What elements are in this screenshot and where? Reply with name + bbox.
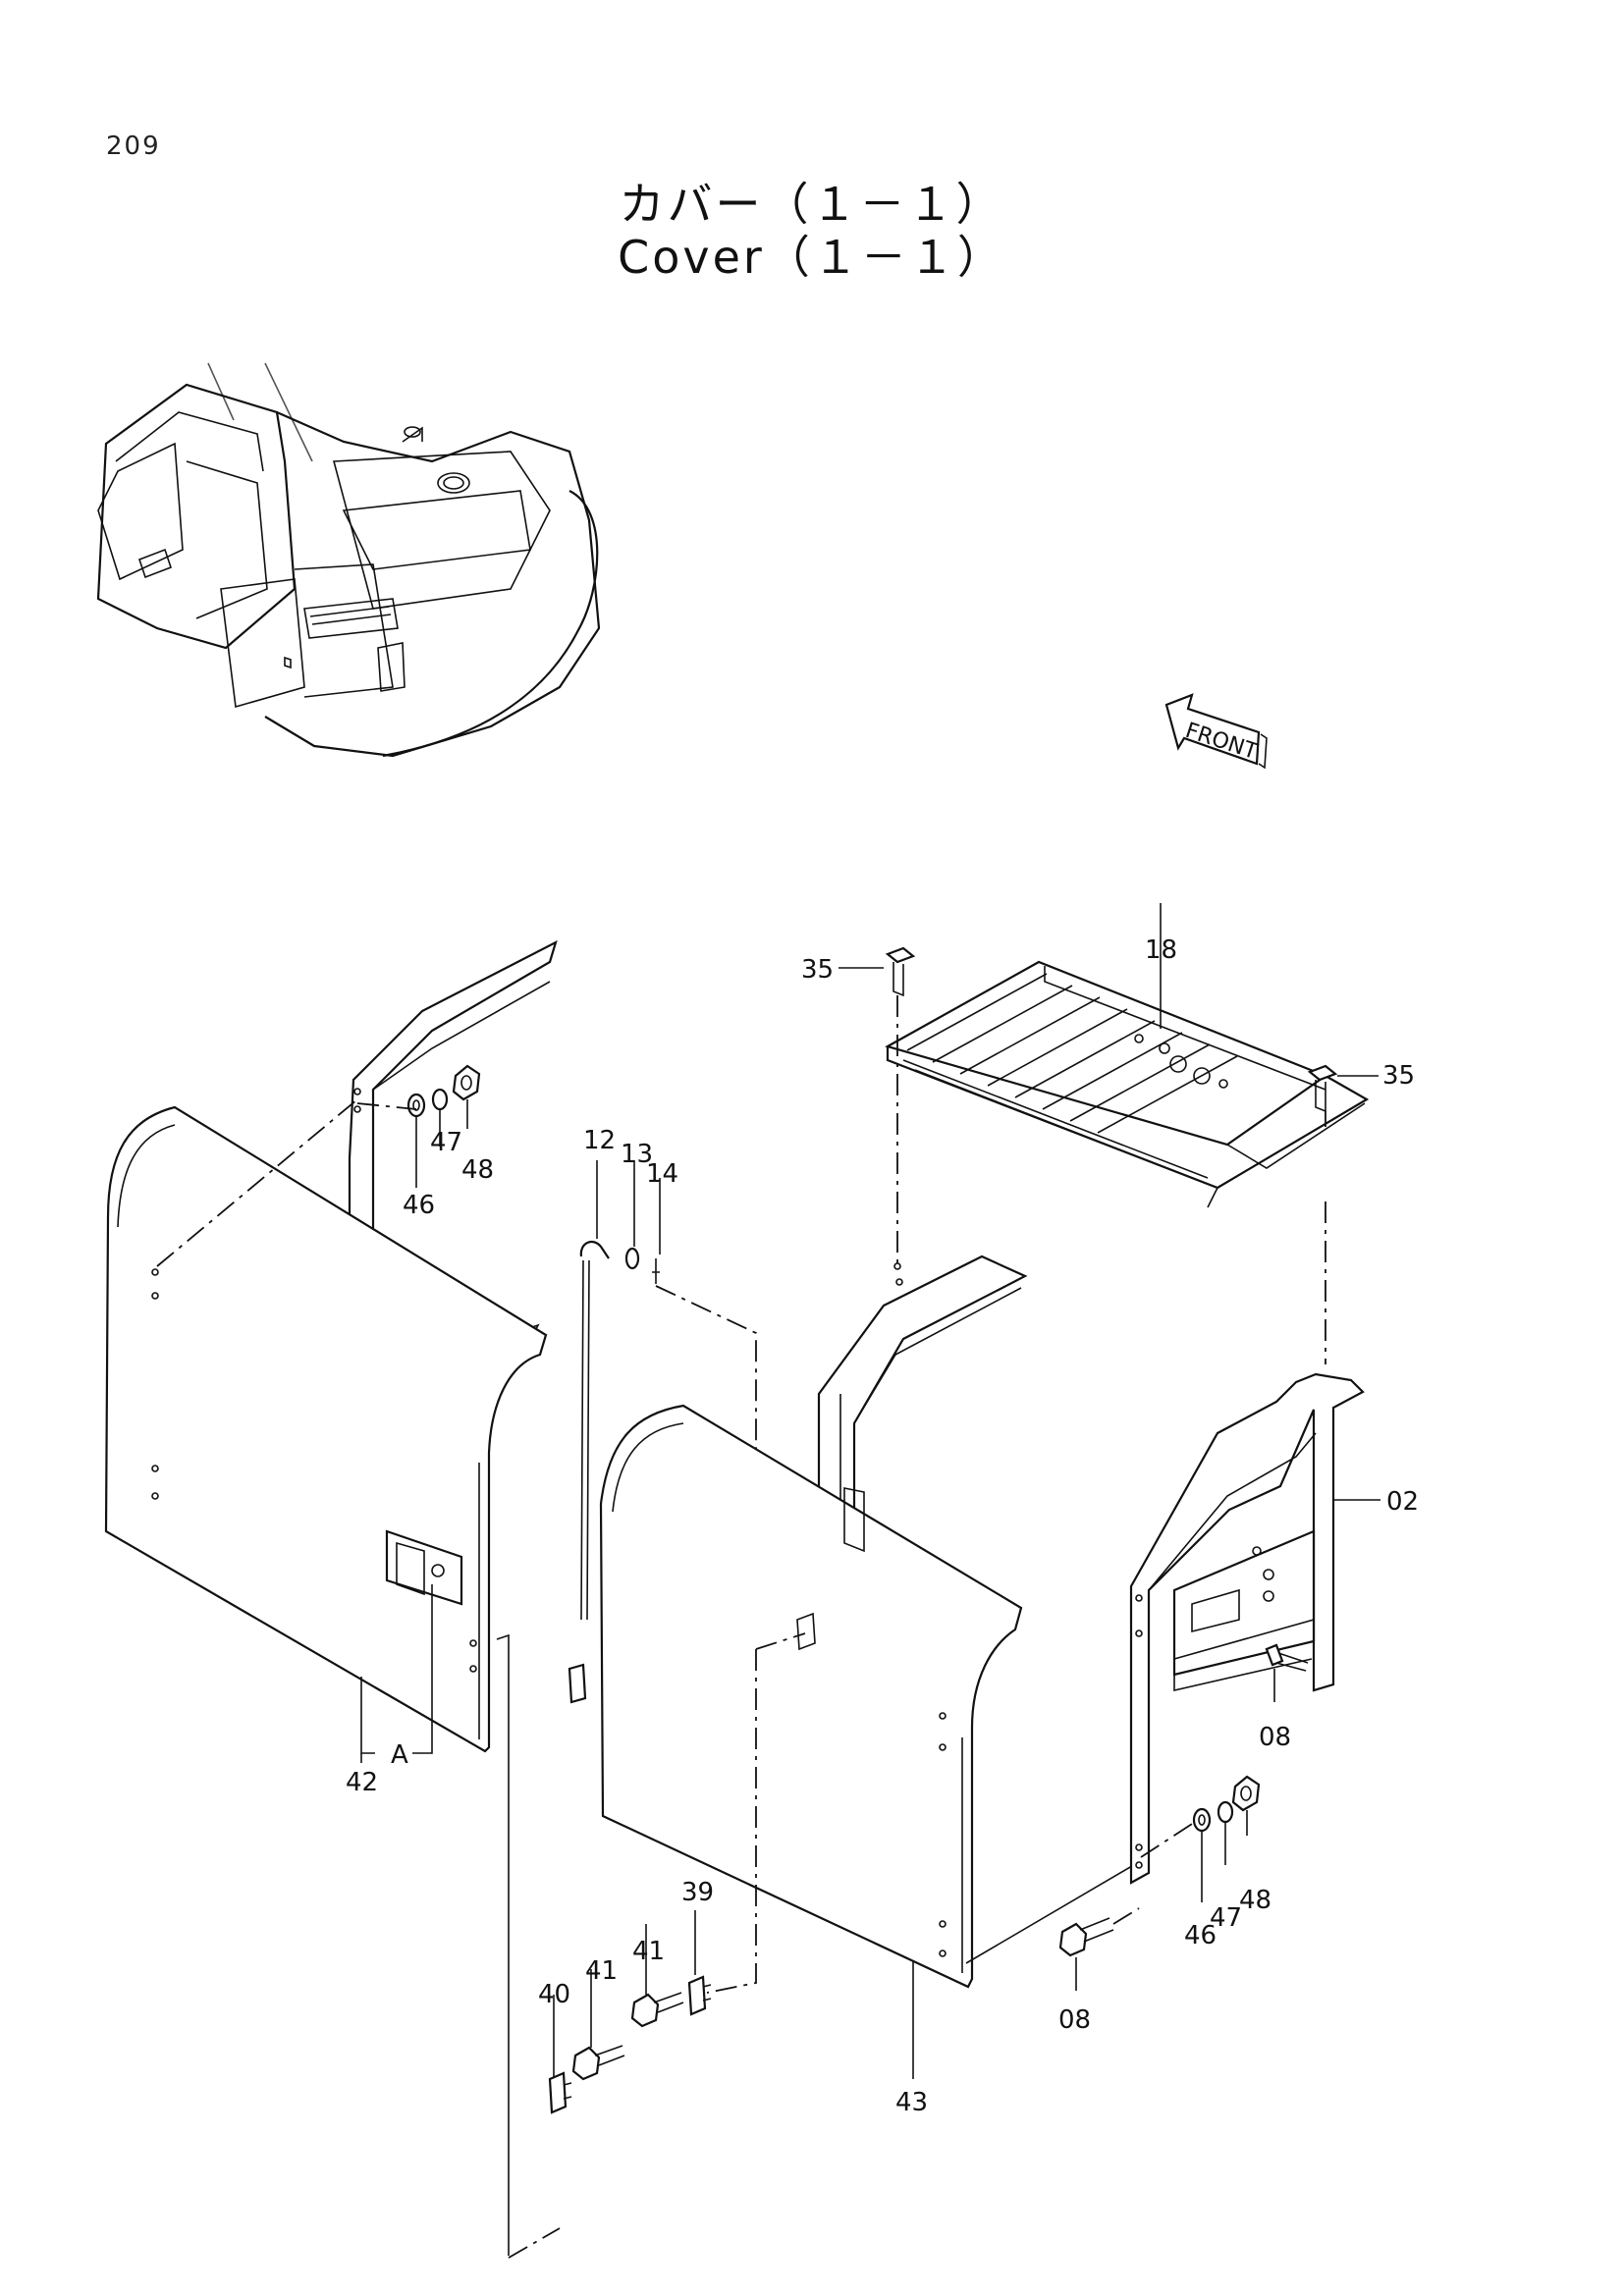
callout-35-right: 35 bbox=[1382, 1061, 1415, 1091]
part-35-bolt-left bbox=[839, 946, 916, 997]
part-41-bolt-upper bbox=[630, 1924, 684, 2028]
callout-46-left: 46 bbox=[403, 1191, 435, 1220]
callout-A: A bbox=[391, 1740, 408, 1770]
callout-14: 14 bbox=[646, 1159, 678, 1189]
callout-18: 18 bbox=[1145, 935, 1177, 965]
part-13-washer bbox=[624, 1160, 640, 1270]
callout-08-upper: 08 bbox=[1259, 1723, 1291, 1752]
callout-48-left: 48 bbox=[461, 1155, 494, 1185]
callout-42: 42 bbox=[346, 1768, 378, 1797]
callout-41-upper: 41 bbox=[632, 1937, 665, 1966]
part-40-bracket bbox=[548, 1995, 572, 2114]
callout-12: 12 bbox=[583, 1126, 616, 1155]
front-label: FRONT bbox=[1182, 719, 1261, 765]
callout-35-left: 35 bbox=[801, 955, 834, 985]
callout-02: 02 bbox=[1386, 1487, 1419, 1517]
callout-13: 13 bbox=[621, 1140, 653, 1169]
page-number: 209 bbox=[106, 132, 161, 161]
title-english: Cover（１－１） bbox=[618, 231, 1005, 284]
title-japanese: カバー（１－１） bbox=[619, 178, 1004, 231]
callout-43: 43 bbox=[895, 2088, 928, 2117]
part-35-bolt-right bbox=[1307, 1064, 1379, 1113]
part-02-right-frame bbox=[1129, 1372, 1380, 1885]
part-46-47-48-fasteners-left bbox=[406, 1064, 481, 1188]
callout-39: 39 bbox=[681, 1878, 714, 1907]
machine-overview-illustration bbox=[96, 362, 601, 758]
part-46-47-48-fasteners-right bbox=[1140, 1775, 1261, 1902]
callout-46-right: 46 bbox=[1184, 1921, 1217, 1950]
callout-47-left: 47 bbox=[430, 1128, 462, 1157]
callout-48-right: 48 bbox=[1239, 1886, 1271, 1915]
part-18-top-grille bbox=[885, 960, 1370, 1208]
callout-41-lower: 41 bbox=[585, 1956, 618, 1986]
part-42-left-door-panel bbox=[104, 1098, 548, 1753]
callout-40: 40 bbox=[538, 1980, 570, 2009]
part-39-bracket bbox=[687, 1910, 712, 2016]
front-direction-arrow: FRONT bbox=[1164, 693, 1268, 770]
part-41-bolt-lower bbox=[571, 1969, 625, 2081]
part-43-center-door-panel bbox=[568, 1404, 1138, 1994]
callout-08-lower: 08 bbox=[1058, 2005, 1091, 2035]
part-12-hose bbox=[579, 1160, 610, 1621]
callout-47-right: 47 bbox=[1210, 1903, 1242, 1933]
part-08-bolt-upper bbox=[1265, 1643, 1309, 1702]
part-08-bolt-lower bbox=[1058, 1907, 1140, 1991]
